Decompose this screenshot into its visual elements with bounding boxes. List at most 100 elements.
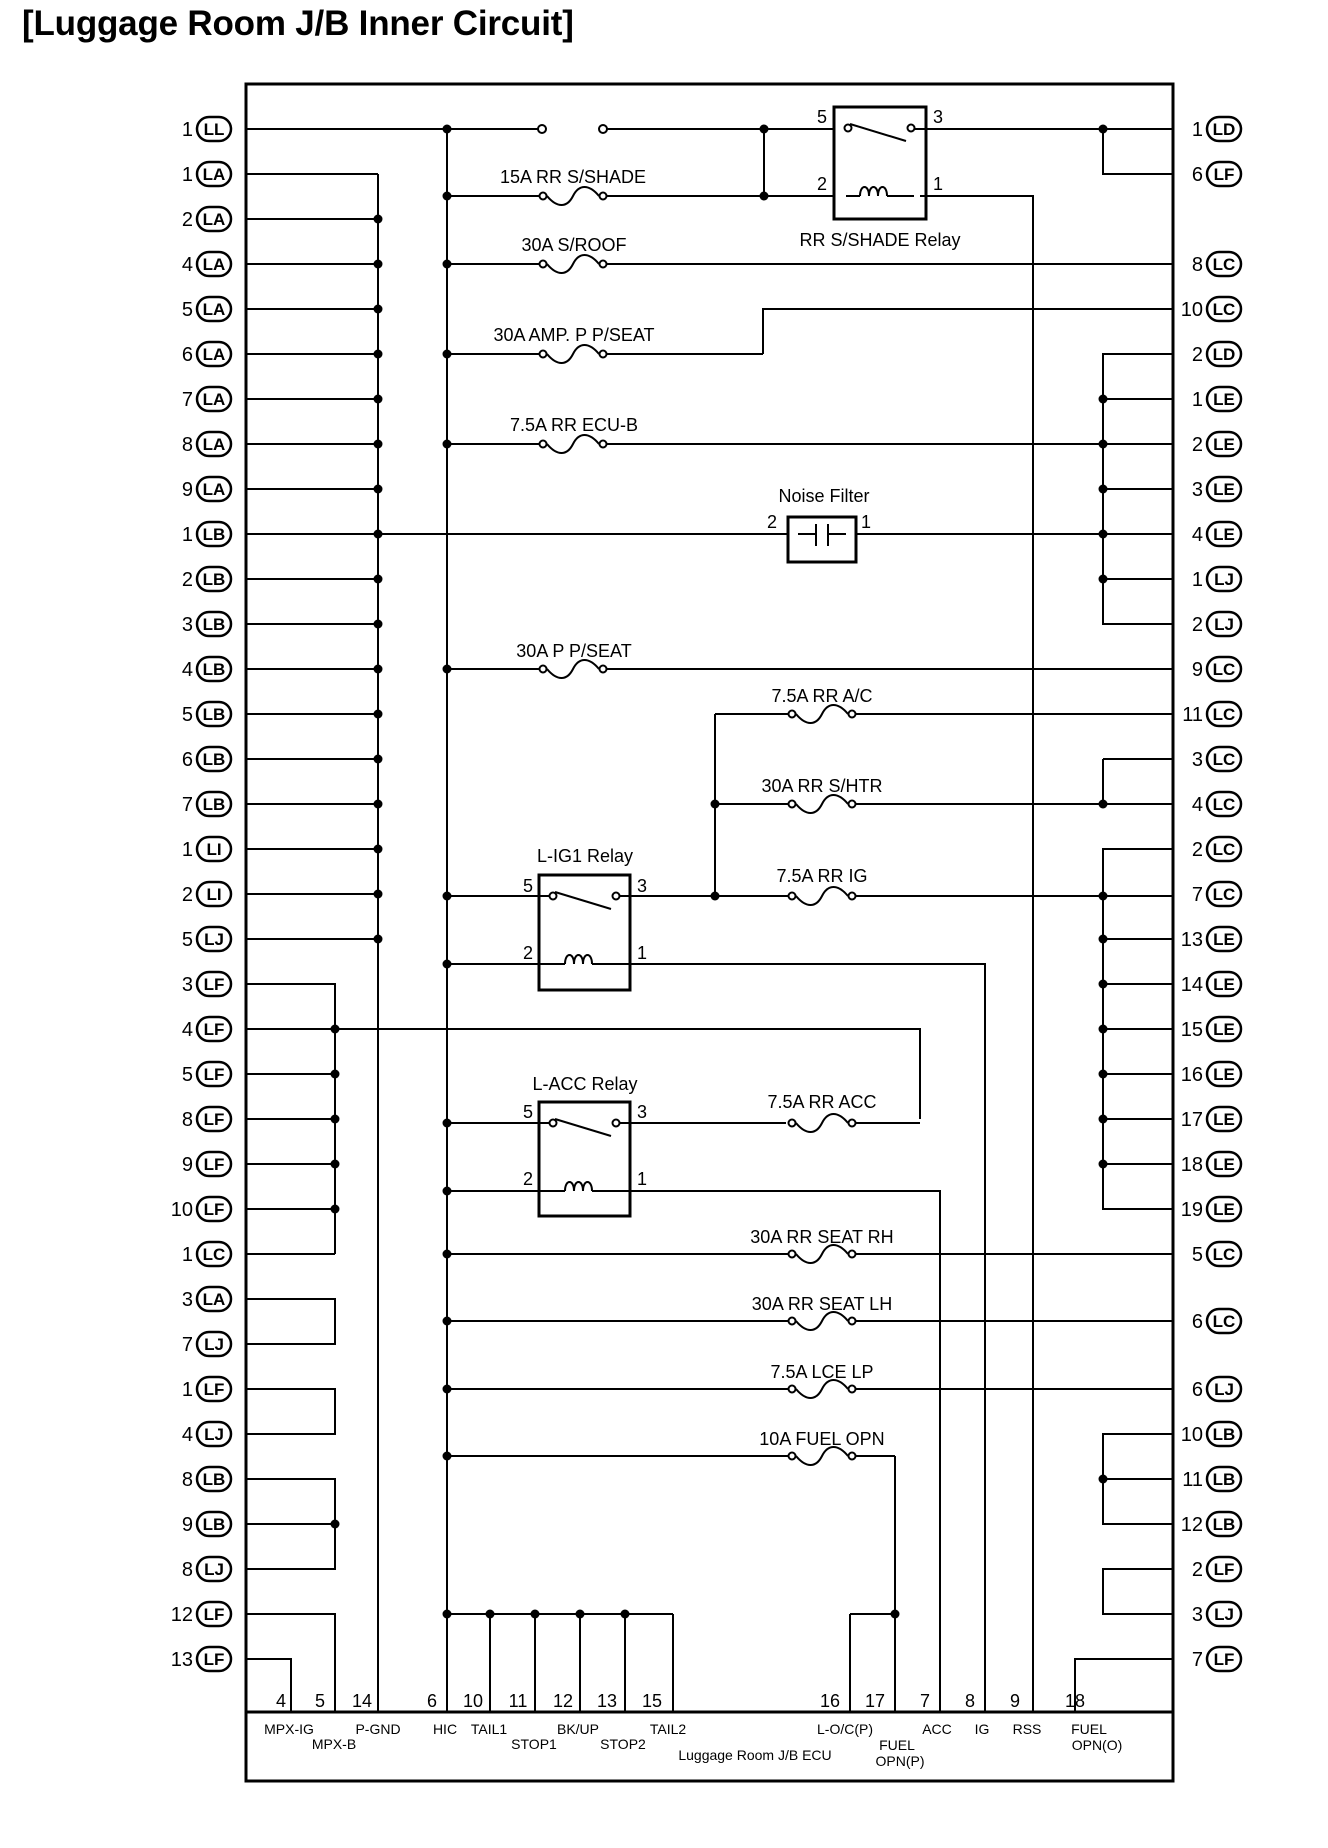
left-connector-id: LB <box>203 1515 226 1534</box>
junction-dot <box>442 439 452 449</box>
l-acc-pin3: 3 <box>637 1102 647 1122</box>
right-connector-oval <box>1205 160 1243 188</box>
fuse-label-rr-ac: 7.5A RR A/C <box>771 686 872 706</box>
right-pin-number: 16 <box>1181 1064 1203 1086</box>
ll-open-contact <box>598 124 608 134</box>
left-pin-number: 4 <box>182 659 193 681</box>
junction-dot <box>759 191 769 201</box>
right-pin-number: 4 <box>1192 524 1203 546</box>
left-pin-number: 10 <box>171 1199 193 1221</box>
rr-sshade-fuse-terminal <box>598 191 608 201</box>
left-pin-number: 4 <box>182 1424 193 1446</box>
fuel-opn-fuse-terminal <box>847 1451 857 1461</box>
left-connector-oval <box>195 1105 233 1133</box>
left-pin-number: 2 <box>182 569 193 591</box>
noise-filter-pin1: 1 <box>861 512 871 532</box>
right-connector-id: LE <box>1213 525 1235 544</box>
noise-filter-box <box>786 515 858 564</box>
junction-dot <box>373 214 383 224</box>
lce-lp-fuse-element <box>795 1379 849 1399</box>
fuse-label-amp-p-pseat: 30A AMP. P P/SEAT <box>493 325 654 345</box>
right-connector-id: LF <box>1214 165 1235 184</box>
junction-dot <box>373 529 383 539</box>
right-pin-number: 10 <box>1181 299 1203 321</box>
left-connector-oval <box>195 655 233 683</box>
lf2-lj3 <box>1102 1568 1173 1615</box>
l-acc-pin1: 1 <box>637 1169 647 1189</box>
left-connector-id: LB <box>203 705 226 724</box>
junction-dot <box>759 124 769 134</box>
left-connector-id: LA <box>203 165 226 184</box>
left-connector-oval <box>195 1465 233 1493</box>
right-connector-oval <box>1205 925 1243 953</box>
junction-dots <box>330 124 1108 1619</box>
rr-shtr-fuse-terminal <box>787 799 797 809</box>
l-ig1-pin1: 1 <box>637 943 647 963</box>
l-ig1-contact <box>548 891 558 901</box>
junction-dot <box>442 1118 452 1128</box>
rr-sshade-coil <box>859 186 888 197</box>
fuse-label-rr-shtr: 30A RR S/HTR <box>761 776 882 796</box>
left-connector-oval <box>195 1555 233 1583</box>
left-pin-number: 1 <box>182 524 193 546</box>
junction-dot <box>330 1114 340 1124</box>
junction-dot <box>442 1609 452 1619</box>
right-connector-id: LJ <box>1214 1380 1234 1399</box>
right-pin-number: 6 <box>1192 1311 1203 1333</box>
junction-dot <box>330 1024 340 1034</box>
ecu-label-stop2: STOP2 <box>600 1736 646 1752</box>
left-pin-number: 8 <box>182 434 193 456</box>
right-connector-oval <box>1205 1375 1243 1403</box>
ecu-pin-p-gnd: 14 <box>352 1691 372 1711</box>
right-connector-oval <box>1205 880 1243 908</box>
left-connector-id: LF <box>204 1065 225 1084</box>
left-pin-number: 3 <box>182 1289 193 1311</box>
junction-dot <box>373 844 383 854</box>
left-pin-number: 8 <box>182 1109 193 1131</box>
left-connector-oval <box>195 1285 233 1313</box>
left-pin-number: 5 <box>182 704 193 726</box>
rr-acc-fuse-terminal <box>787 1118 797 1128</box>
right-connector-id: LC <box>1213 705 1236 724</box>
junction-dot <box>1098 529 1108 539</box>
junction-dot <box>1098 439 1108 449</box>
junction-dot <box>442 1316 452 1326</box>
ecu-pin-hic: 6 <box>427 1691 437 1711</box>
right-pin-number: 2 <box>1192 1559 1203 1581</box>
left-connector-id: LJ <box>204 1560 224 1579</box>
junction-dot <box>373 754 383 764</box>
left-pin-number: 7 <box>182 389 193 411</box>
l-ig1-relay-box <box>537 873 632 992</box>
junction-dot <box>373 889 383 899</box>
l-ig1-pin2: 2 <box>523 943 533 963</box>
left-connector-oval <box>195 1015 233 1043</box>
left-pin-number: 9 <box>182 479 193 501</box>
right-pin-number: 3 <box>1192 479 1203 501</box>
rr-acc-fuse-terminal <box>847 1118 857 1128</box>
left-pin-number: 1 <box>182 164 193 186</box>
right-pin-number: 3 <box>1192 1604 1203 1626</box>
left-pin-number: 5 <box>182 1064 193 1086</box>
right-pin-number: 5 <box>1192 1244 1203 1266</box>
junction-dot <box>373 439 383 449</box>
left-connector-id: LC <box>203 1245 226 1264</box>
right-pin-number: 8 <box>1192 254 1203 276</box>
left-connector-oval <box>195 250 233 278</box>
right-connector-oval <box>1205 655 1243 683</box>
junction-dot <box>442 124 452 134</box>
right-connector-id: LE <box>1213 1110 1235 1129</box>
junction-dot <box>530 1609 540 1619</box>
left-connector-id: LL <box>204 120 225 139</box>
right-pin-number: 1 <box>1192 119 1203 141</box>
